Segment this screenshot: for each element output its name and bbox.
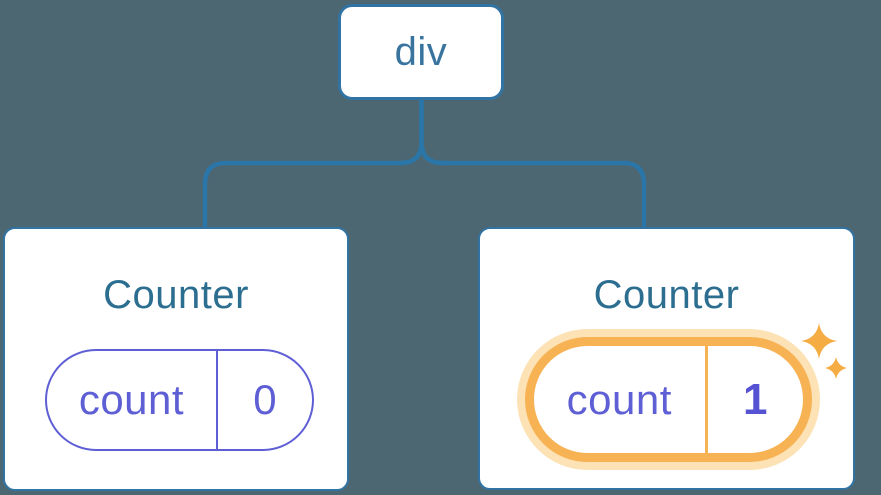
connector-left-branch: [202, 100, 424, 228]
root-node-div: div: [338, 4, 504, 100]
state-pill-right-highlighted: count 1: [525, 337, 812, 462]
connector-right-branch: [419, 100, 647, 228]
state-key-cell: count: [47, 351, 218, 449]
state-key-label: count: [566, 375, 672, 423]
state-value-cell: 0: [218, 351, 312, 449]
counter-card-left: Counter count 0: [3, 227, 349, 491]
state-value-cell: 1: [708, 346, 804, 453]
sparkle-large-icon: [801, 323, 837, 359]
counter-card-right: Counter count 1: [478, 227, 855, 490]
sparkle-icon: [801, 323, 847, 379]
state-key-cell: count: [534, 346, 708, 453]
root-node-label: div: [394, 29, 448, 74]
state-key-label: count: [78, 376, 185, 423]
state-pill-left: count 0: [45, 349, 314, 451]
state-value-label: 0: [253, 376, 277, 423]
counter-right-title: Counter: [593, 273, 740, 317]
counter-left-title: Counter: [103, 273, 249, 317]
sparkle-small-icon: [825, 357, 847, 379]
state-value-label: 1: [743, 374, 768, 424]
